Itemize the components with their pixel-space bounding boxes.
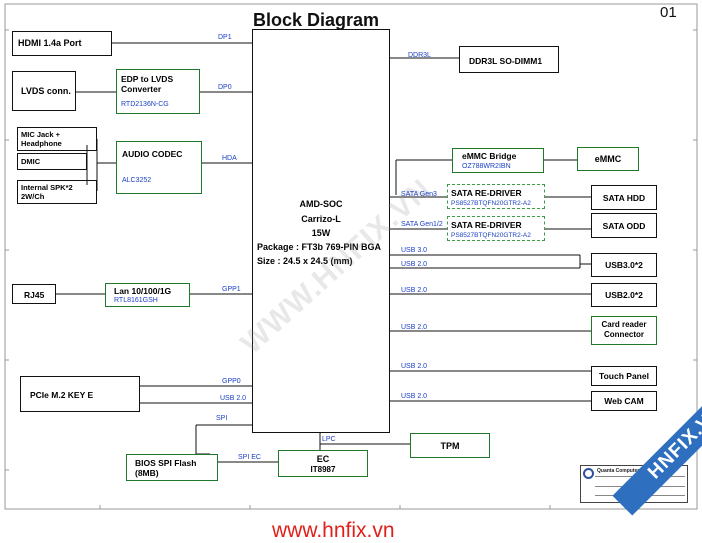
- usb30-box: USB3.0*2: [591, 253, 657, 277]
- lan-title: Lan 10/100/1G: [114, 286, 172, 296]
- tpm-box: TPM: [410, 433, 490, 458]
- company-name: Quanta Computer: [597, 468, 640, 474]
- page-number: 01: [660, 4, 677, 21]
- speaker-label: Internal SPK*2 2W/Ch: [21, 183, 73, 201]
- bus-gpp1: GPP1: [222, 286, 241, 293]
- emmc-box: eMMC: [577, 147, 639, 171]
- sata-redriver-2: SATA RE-DRIVER PS8527BTQFN20GTR2-A2: [447, 216, 545, 241]
- bus-spi-ec: SPI EC: [238, 454, 261, 461]
- lvds-conn-box: LVDS conn.: [12, 71, 76, 111]
- emmc-bridge-part: OZ788WR2IBN: [462, 163, 511, 170]
- bus-usb20-d: USB 2.0: [401, 363, 428, 370]
- soc-line5: Size : 24.5 x 24.5 (mm): [257, 256, 353, 266]
- bus-usb20-a: USB 2.0: [401, 261, 428, 268]
- page-title: Block Diagram: [253, 10, 380, 30]
- soc-line2: Carrizo-L: [301, 214, 341, 224]
- emmc-bridge-title: eMMC Bridge: [462, 151, 517, 161]
- redriver2-part: PS8527BTQFN20GTR2-A2: [451, 232, 531, 239]
- lan-box: Lan 10/100/1G RTL8161GSH: [105, 283, 190, 307]
- bios-label: BIOS SPI Flash (8MB): [135, 458, 197, 478]
- sata-redriver-1: SATA RE-DRIVER PS8527BTQFN20GTR2-A2: [447, 184, 545, 209]
- dmic-box: DMIC: [17, 153, 87, 170]
- rj45-label: RJ45: [24, 290, 45, 300]
- bus-spi: SPI: [216, 415, 228, 422]
- usb30-label: USB3.0*2: [605, 260, 643, 270]
- redriver1-part: PS8527BTQFN20GTR2-A2: [451, 200, 531, 207]
- bus-dp1: DP1: [218, 34, 232, 41]
- bus-usb20-pcie: USB 2.0: [220, 395, 247, 402]
- bus-usb20-c: USB 2.0: [401, 324, 428, 331]
- lvds-label: LVDS conn.: [21, 86, 71, 96]
- emmc-label: eMMC: [594, 154, 622, 164]
- emmc-bridge-box: eMMC Bridge OZ788WR2IBN: [452, 148, 544, 173]
- soc-line4: Package : FT3b 769-PIN BGA: [257, 242, 382, 252]
- ec-part: IT8987: [310, 465, 336, 474]
- ec-title: EC: [316, 454, 330, 464]
- frame-ticks: [5, 29, 697, 509]
- bus-sata-gen3: SATA Gen3: [401, 191, 437, 198]
- bus-usb20-e: USB 2.0: [401, 393, 428, 400]
- bus-lpc: LPC: [322, 436, 336, 443]
- bus-usb20-b: USB 2.0: [401, 287, 428, 294]
- audio-title: AUDIO CODEC: [122, 149, 183, 159]
- ddr-label: DDR3L SO-DIMM1: [469, 56, 543, 66]
- bios-box: BIOS SPI Flash (8MB): [126, 454, 218, 481]
- dmic-label: DMIC: [21, 157, 41, 166]
- edp-lvds-box: EDP to LVDS Converter RTD2136N-CG: [116, 69, 200, 114]
- rj45-box: RJ45: [12, 284, 56, 304]
- bus-hda: HDA: [222, 155, 237, 162]
- hdmi-label: HDMI 1.4a Port: [18, 38, 82, 48]
- speaker-box: Internal SPK*2 2W/Ch: [17, 180, 97, 204]
- bus-gpp0: GPP0: [222, 378, 241, 385]
- mic-jack-box: MIC Jack + Headphone: [17, 127, 97, 151]
- ec-box: EC IT8987: [278, 450, 368, 477]
- sata-odd-label: SATA ODD: [602, 221, 646, 231]
- bus-sata-gen12: SATA Gen1/2: [401, 221, 443, 228]
- pcie-m2-box: PCIe M.2 KEY E: [20, 376, 140, 412]
- usb20-box: USB2.0*2: [591, 283, 657, 307]
- bus-usb30: USB 3.0: [401, 247, 428, 254]
- touch-panel-box: Touch Panel: [591, 366, 657, 386]
- ddr-dimm-box: DDR3L SO-DIMM1: [459, 46, 559, 73]
- pcie-label: PCIe M.2 KEY E: [30, 390, 94, 400]
- soc-line1: AMD-SOC: [299, 199, 343, 209]
- card-reader-label: Card reader Connector: [601, 320, 647, 339]
- lan-part: RTL8161GSH: [114, 297, 158, 304]
- sata-odd-box: SATA ODD: [591, 213, 657, 238]
- audio-part: ALC3252: [122, 177, 152, 184]
- sata-hdd-box: SATA HDD: [591, 185, 657, 210]
- soc-line3: 15W: [311, 228, 331, 238]
- touch-panel-label: Touch Panel: [599, 371, 649, 381]
- footer-url: www.hnfix.vn: [272, 519, 395, 542]
- bus-dp0: DP0: [218, 84, 232, 91]
- webcam-label: Web CAM: [604, 396, 644, 406]
- company-logo-icon: [583, 468, 594, 479]
- edp-part: RTD2136N-CG: [121, 101, 169, 108]
- sheet-frame: [4, 3, 698, 510]
- audio-codec-box: AUDIO CODEC ALC3252: [116, 141, 202, 194]
- hdmi-port-box: HDMI 1.4a Port: [12, 31, 112, 56]
- redriver2-title: SATA RE-DRIVER: [451, 220, 522, 230]
- sata-hdd-label: SATA HDD: [602, 193, 646, 203]
- soc-block: AMD-SOC Carrizo-L 15W Package : FT3b 769…: [252, 29, 390, 433]
- edp-title: EDP to LVDS Converter: [121, 74, 174, 94]
- webcam-box: Web CAM: [591, 391, 657, 411]
- redriver1-title: SATA RE-DRIVER: [451, 188, 522, 198]
- bus-ddr3l: DDR3L: [408, 52, 431, 59]
- mic-label: MIC Jack + Headphone: [21, 130, 62, 148]
- usb20-label: USB2.0*2: [605, 290, 643, 300]
- tpm-label: TPM: [440, 441, 460, 451]
- card-reader-box: Card reader Connector: [591, 316, 657, 345]
